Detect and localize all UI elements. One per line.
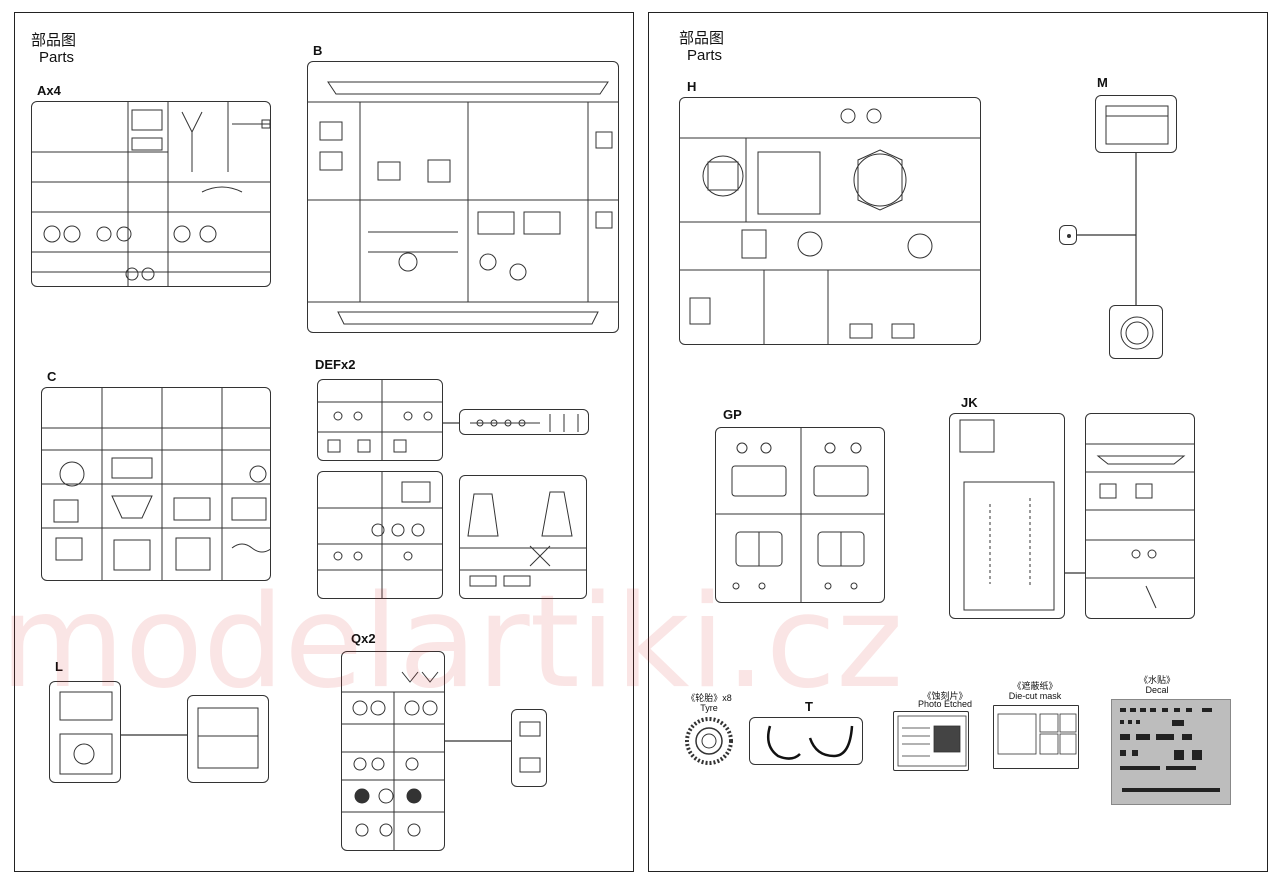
sprue-c — [41, 387, 271, 581]
sprue-gp-drawing — [716, 428, 884, 602]
sprue-label-def: DEFx2 — [315, 357, 356, 372]
sprue-l-right-drawing — [197, 707, 259, 769]
decal-label-en: Decal — [1145, 685, 1169, 695]
sprue-c-drawing — [42, 388, 270, 580]
parts-heading-cn-right: 部品图 — [679, 29, 725, 47]
photo-etched-label-cn: 《蚀刻片》 — [922, 691, 968, 701]
sprue-m-top — [1095, 95, 1177, 153]
sprue-label-b: B — [313, 43, 323, 58]
sprue-label-h: H — [687, 79, 697, 94]
sprue-jk-runner — [1065, 572, 1085, 574]
sprue-e-drawing — [470, 414, 579, 432]
sprue-gp — [715, 427, 885, 603]
sprue-l-left — [49, 681, 121, 783]
sprue-j-drawing — [959, 419, 1055, 611]
sprue-f-drawing — [460, 491, 586, 587]
sprue-e-lower — [317, 471, 443, 599]
sprue-label-m: M — [1097, 75, 1108, 90]
photo-etched-label-en: Photo Etched — [917, 699, 973, 709]
sprue-m-top-drawing — [1105, 105, 1169, 145]
sprue-label-jk: JK — [961, 395, 978, 410]
left-page: 部品图 Parts Ax4 B — [14, 12, 634, 872]
photo-etched-fret — [893, 711, 969, 771]
parts-heading-en-right: Parts — [687, 47, 723, 64]
sprue-m-bottom — [1109, 305, 1163, 359]
sprue-k — [1085, 413, 1195, 619]
sprue-label-t: T — [805, 699, 813, 714]
sprue-h — [679, 97, 981, 345]
parts-heading-en: Parts — [39, 49, 75, 66]
sprue-label-l: L — [55, 659, 63, 674]
sprue-label-a: Ax4 — [37, 83, 61, 98]
sprue-m-bottom-drawing — [1120, 316, 1154, 350]
sprue-label-q: Qx2 — [351, 631, 376, 646]
tyre-label-cn: 《轮胎》x8 — [686, 693, 732, 703]
sprue-d-drawing — [318, 380, 442, 460]
decal-sheet — [1111, 699, 1231, 805]
sprue-q — [341, 651, 445, 851]
sprue-e — [459, 409, 589, 435]
sprue-m-runner — [1077, 153, 1137, 305]
right-page: 部品图 Parts H M — [648, 12, 1268, 872]
sprue-e-lower-drawing — [318, 472, 442, 598]
sprue-t — [749, 717, 863, 765]
sprue-k-drawing — [1086, 443, 1194, 609]
sprue-m-small — [1059, 225, 1077, 245]
sprue-t-drawing — [767, 725, 854, 760]
die-cut-mask-sheet — [993, 705, 1079, 769]
photo-etched-drawing — [897, 715, 967, 767]
parts-heading-cn: 部品图 — [31, 31, 77, 49]
sprue-a-drawing — [32, 102, 270, 286]
tyre-label-en: Tyre — [700, 703, 718, 713]
sprue-b — [307, 61, 619, 333]
sprue-label-gp: GP — [723, 407, 742, 422]
sprue-label-c: C — [47, 369, 57, 384]
sprue-q-side — [511, 709, 547, 787]
mask-label-cn: 《遮蔽纸》 — [1012, 681, 1058, 691]
sprue-d — [317, 379, 443, 461]
sprue-l-left-drawing — [59, 691, 113, 775]
sprue-l-connector — [121, 422, 511, 742]
mask-label-en: Die-cut mask — [1008, 691, 1062, 701]
sprue-h-drawing — [680, 108, 980, 344]
sprue-m-small-drawing — [1067, 234, 1071, 238]
decal-label-cn: 《水贴》 — [1138, 675, 1175, 685]
die-cut-mask-drawing — [997, 713, 1077, 755]
sprue-f — [459, 475, 587, 599]
sprue-q-side-drawing — [519, 721, 541, 773]
sprue-a — [31, 101, 271, 287]
sprue-l-right — [187, 695, 269, 783]
decal-drawing — [1120, 708, 1220, 792]
sprue-b-drawing — [308, 81, 618, 325]
sprue-q-drawing — [342, 671, 444, 850]
sprue-j — [949, 413, 1065, 619]
tyre-drawing — [685, 717, 733, 765]
